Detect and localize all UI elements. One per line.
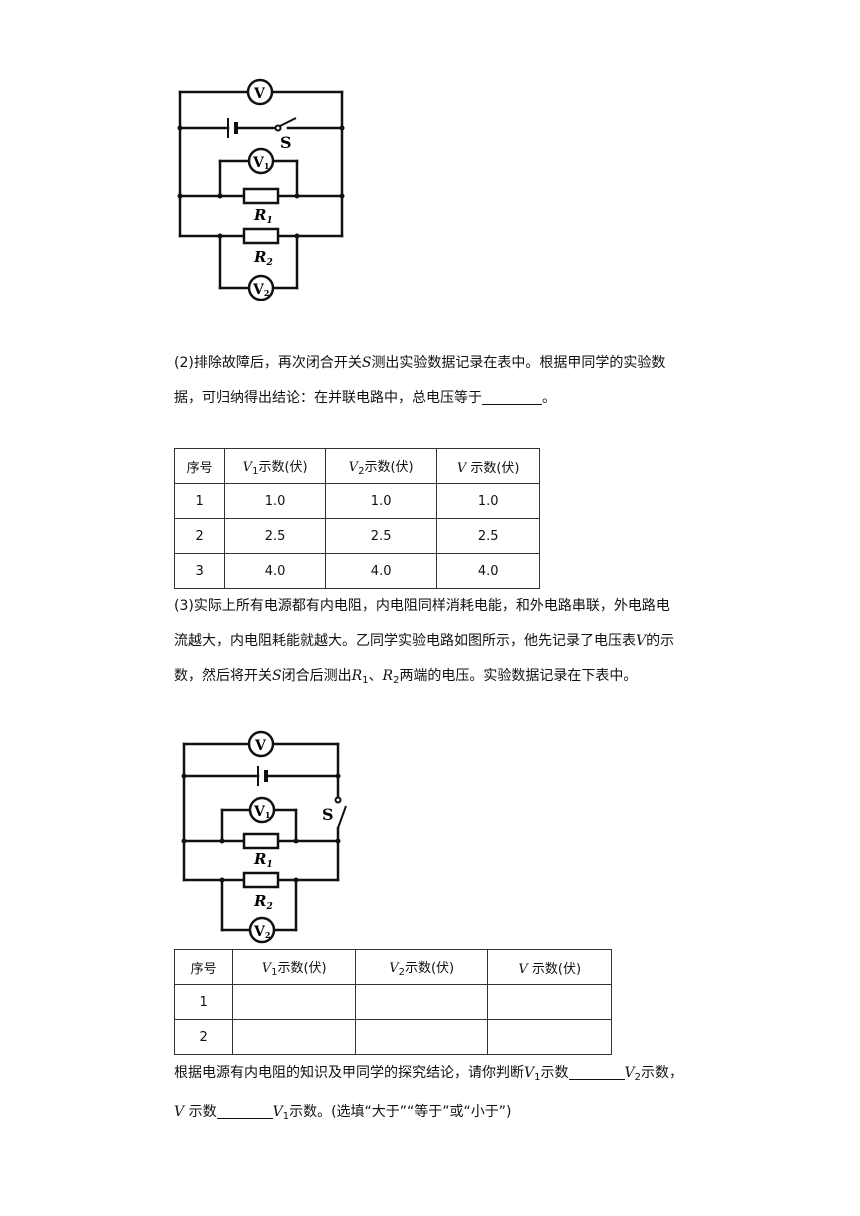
resistor-r1-icon: [242, 832, 280, 850]
resistor-r1-label: R1: [253, 206, 273, 226]
question-3-text: (3)实际上所有电源都有内电阻，内电阻同样消耗电能，和外电路串联，外电路电 流越…: [174, 598, 675, 686]
empty-cell[interactable]: [232, 984, 356, 1020]
voltmeter-v1-icon: V1: [248, 796, 276, 824]
resistor-r2-icon: [242, 871, 280, 889]
svg-text:V: V: [254, 738, 267, 754]
empty-cell[interactable]: [232, 1019, 356, 1055]
voltmeter-v-icon: V: [246, 78, 274, 106]
answer-blank-2[interactable]: [568, 1063, 625, 1080]
voltmeter-v-icon: V: [247, 730, 275, 758]
svg-text:V2: V2: [252, 282, 269, 298]
resistor-r1-icon: [242, 187, 280, 205]
resistor-r2-label: R2: [253, 892, 273, 912]
svg-text:V: V: [253, 86, 266, 102]
empty-cell[interactable]: [354, 1019, 489, 1055]
empty-cell[interactable]: [354, 984, 489, 1020]
empty-cell[interactable]: [487, 1019, 612, 1055]
circuit-diagram-1: S V V1 V2 R1 R2: [177, 78, 345, 301]
resistor-r2-label: R2: [253, 248, 273, 268]
data-table-2: 序号 V1示数(伏) V2示数(伏) V 示数(伏) 1 2: [173, 949, 612, 1055]
voltmeter-v2-icon: V2: [247, 274, 275, 301]
battery-icon: [257, 766, 268, 786]
circuit-diagram-2: S V V1 V2 R1 R2: [181, 730, 347, 944]
table-header-row: 序号 V1示数(伏) V2示数(伏) V 示数(伏): [173, 949, 612, 985]
table-row: 2: [173, 1019, 612, 1055]
resistor-r2-icon: [242, 227, 280, 245]
svg-text:V1: V1: [252, 155, 269, 171]
voltmeter-v2-icon: V2: [248, 916, 276, 944]
switch-icon: [334, 796, 347, 829]
table-header-row: 序号 V1示数(伏) V2示数(伏) V 示数(伏): [173, 448, 540, 484]
table-row: 1: [173, 984, 612, 1020]
switch-icon: [274, 117, 297, 132]
svg-text:V2: V2: [253, 924, 270, 940]
voltmeter-v1-icon: V1: [247, 147, 275, 175]
empty-cell[interactable]: [487, 984, 612, 1020]
switch-label: S: [280, 133, 292, 152]
answer-blank-3[interactable]: [216, 1102, 273, 1119]
question-2-text: (2)排除故障后，再次闭合开关S测出实验数据记录在表中。根据甲同学的实验数 据，…: [174, 355, 666, 406]
switch-label: S: [322, 805, 334, 824]
battery-icon: [227, 118, 238, 138]
svg-text:V1: V1: [253, 804, 270, 820]
answer-blank-1[interactable]: [482, 388, 542, 405]
resistor-r1-label: R1: [253, 850, 273, 870]
